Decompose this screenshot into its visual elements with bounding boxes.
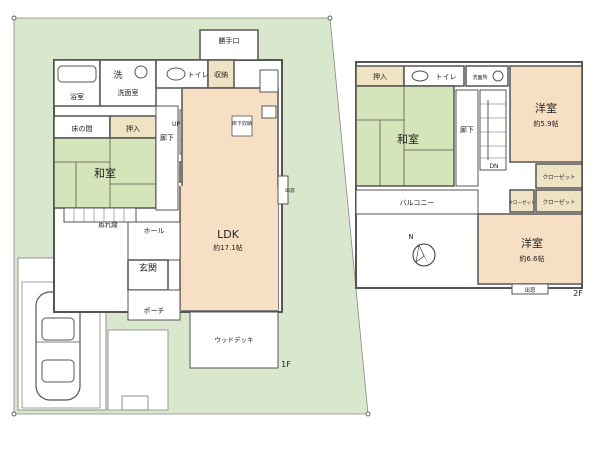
bay-window-1f xyxy=(277,175,289,205)
closet-2-label: クローゼット xyxy=(509,199,536,206)
underfloor-storage-label: 床下収納 xyxy=(232,120,252,127)
ldk-label: LDK xyxy=(217,228,240,241)
washroom-label: 洗面室 xyxy=(118,88,139,97)
lot-corner xyxy=(327,15,333,21)
hall-label: ホール xyxy=(144,227,165,235)
washitsu-label: 和室 xyxy=(94,166,116,180)
balcony-label: バルコニー xyxy=(400,199,435,207)
youshitsu-1 xyxy=(509,65,583,163)
balcony xyxy=(355,189,479,215)
ldk-lower xyxy=(180,186,278,310)
corridor-1f xyxy=(155,105,179,211)
compass-north-label: N xyxy=(408,233,413,241)
closet-3 xyxy=(535,189,583,213)
corridor-2f-label: 廊下 xyxy=(460,125,474,134)
underfloor-storage xyxy=(231,115,253,137)
corridor-2f xyxy=(455,89,479,187)
wood-deck xyxy=(189,311,279,369)
bath-label: 浴室 xyxy=(70,92,84,101)
sink-label: 洗 xyxy=(113,69,122,81)
genkan-label: 玄関 xyxy=(139,262,157,274)
closet-3-label: クローゼット xyxy=(542,198,575,206)
veranda-slats xyxy=(73,208,125,222)
closet-1 xyxy=(535,163,583,189)
lot-corner xyxy=(11,15,17,21)
floor1-label: 1F xyxy=(281,360,291,369)
car-icon xyxy=(35,291,81,401)
basin-icon xyxy=(492,70,504,82)
oshiire-2f-label: 押入 xyxy=(373,72,387,81)
youshitsu-2-size: 約6.6帖 xyxy=(519,254,544,263)
youshitsu-2 xyxy=(477,213,583,285)
closet-2 xyxy=(509,189,535,213)
tatami-lines-2f xyxy=(356,86,454,186)
washer-icon xyxy=(134,65,148,79)
lot-corner xyxy=(365,411,371,417)
youshitsu-1-size: 約5.9帖 xyxy=(533,119,558,128)
closet-1-label: クローゼット xyxy=(542,173,575,181)
oshiire-label: 押入 xyxy=(126,124,140,133)
up-label: UP xyxy=(172,121,180,128)
ldk-size: 約17.1帖 xyxy=(213,243,243,252)
bathtub xyxy=(57,65,97,83)
kitchen-counter xyxy=(259,69,279,93)
bay-window-label: 出窓 xyxy=(285,187,295,194)
bay-window-2f xyxy=(511,283,549,295)
floor2-label: 2F xyxy=(573,289,583,298)
porch xyxy=(127,289,181,321)
youshitsu-2-label: 洋室 xyxy=(521,236,543,250)
washitsu-2f xyxy=(355,85,455,187)
storage-label: 収納 xyxy=(214,70,228,79)
gate xyxy=(121,395,149,411)
bay-window-2f-label: 出窓 xyxy=(524,286,536,294)
porch-label: ポーチ xyxy=(144,307,165,315)
toilet-2f-label: トイレ xyxy=(436,73,457,81)
compass-icon xyxy=(412,243,436,267)
toilet-icon-2f xyxy=(411,70,429,82)
dn-label: DN xyxy=(489,163,498,170)
kitchen-island xyxy=(261,105,277,119)
back-entrance-label: 勝手口 xyxy=(219,36,240,45)
washitsu-2f-label: 和室 xyxy=(397,132,419,146)
sink-2f-label: 洗面所 xyxy=(472,74,487,81)
youshitsu-1-label: 洋室 xyxy=(535,101,557,115)
tatami-lines xyxy=(54,138,156,208)
toilet-label: トイレ xyxy=(188,71,209,79)
veranda-label: ぬれ縁 xyxy=(98,220,118,229)
deck-label: ウッドデッキ xyxy=(215,335,254,344)
genkan xyxy=(127,259,169,291)
stairs-2f xyxy=(479,89,507,171)
lot-corner xyxy=(11,411,17,417)
washroom xyxy=(99,59,157,107)
veranda xyxy=(63,207,137,223)
corridor-label: 廊下 xyxy=(160,133,174,142)
toilet-icon xyxy=(166,67,186,81)
back-entrance xyxy=(199,29,259,61)
tokonoma-label: 床の間 xyxy=(72,124,93,133)
